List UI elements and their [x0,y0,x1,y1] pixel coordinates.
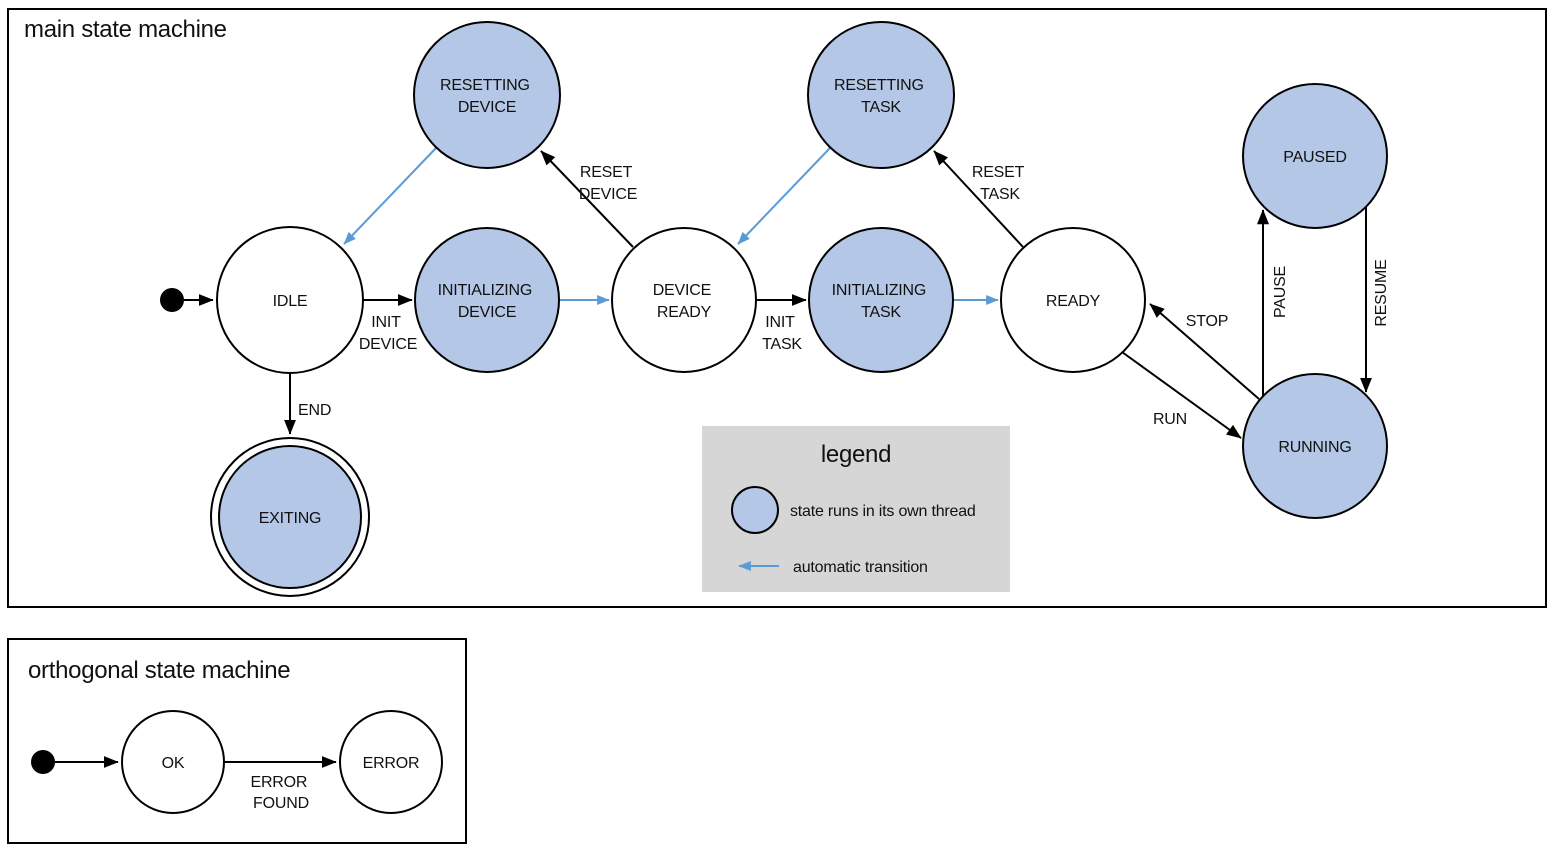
state-label-idle: IDLE [273,293,308,310]
state-initializing-task [808,227,954,373]
transition-label-pause: PAUSE [1272,266,1289,318]
transition-auto-resetdevice-to-idle [343,147,437,245]
legend: legend state runs in its own thread auto… [702,426,1010,592]
state-label-device-ready: DEVICE READY [653,282,716,321]
orthogonal-machine-border [7,638,467,844]
transition-reset-task [933,150,1024,248]
orthogonal-machine-title: orthogonal state machine [28,657,290,684]
legend-title: legend [821,441,891,468]
main-state-machine: main state machine INIT DEVICE RESET DEV… [7,8,1547,608]
state-label-initializing-device: INITIALIZING DEVICE [438,282,537,321]
state-label-exiting: EXITING [259,510,322,527]
state-device-ready [611,227,757,373]
orthogonal-state-machine: orthogonal state machine ERROR FOUND OK … [7,638,467,844]
legend-threaded-state-icon [731,486,779,534]
state-label-paused: PAUSED [1283,149,1346,166]
transition-stop [1149,303,1260,400]
main-machine-border [7,8,1547,608]
transition-label-stop: STOP [1186,313,1228,330]
state-label-ok: OK [162,755,185,772]
transition-label-resume: RESUME [1373,259,1390,326]
orthogonal-initial-state-marker [31,750,55,774]
state-label-resetting-device: RESETTING DEVICE [440,77,534,116]
transition-run [1121,351,1242,439]
state-error [339,710,443,814]
state-label-ready: READY [1046,293,1101,310]
state-ready [1000,227,1146,373]
state-label-resetting-task: RESETTING TASK [834,77,928,116]
state-exiting [218,445,362,589]
state-running [1242,373,1388,519]
state-label-error: ERROR [363,755,420,772]
transition-label-reset-task: RESET TASK [972,164,1028,203]
transition-auto-resettask-to-deviceready [737,147,831,245]
main-machine-title: main state machine [24,16,227,43]
transition-label-init-device: INIT DEVICE [359,314,417,353]
state-label-initializing-task: INITIALIZING TASK [832,282,931,321]
state-idle [216,226,364,374]
state-resetting-device [413,21,561,169]
transition-label-run: RUN [1153,411,1187,428]
transition-label-error-found: ERROR FOUND [250,774,311,812]
transition-reset-device [540,150,634,248]
transition-label-reset-device: RESET DEVICE [579,164,637,203]
legend-threaded-state-label: state runs in its own thread [790,503,976,520]
state-initializing-device [414,227,560,373]
state-resetting-task [807,21,955,169]
initial-state-marker [160,288,184,312]
legend-auto-transition-label: automatic transition [793,559,928,576]
state-paused [1242,83,1388,229]
transition-label-end: END [298,402,331,419]
state-ok [121,710,225,814]
state-label-running: RUNNING [1278,439,1351,456]
transition-label-init-task: INIT TASK [762,314,802,353]
